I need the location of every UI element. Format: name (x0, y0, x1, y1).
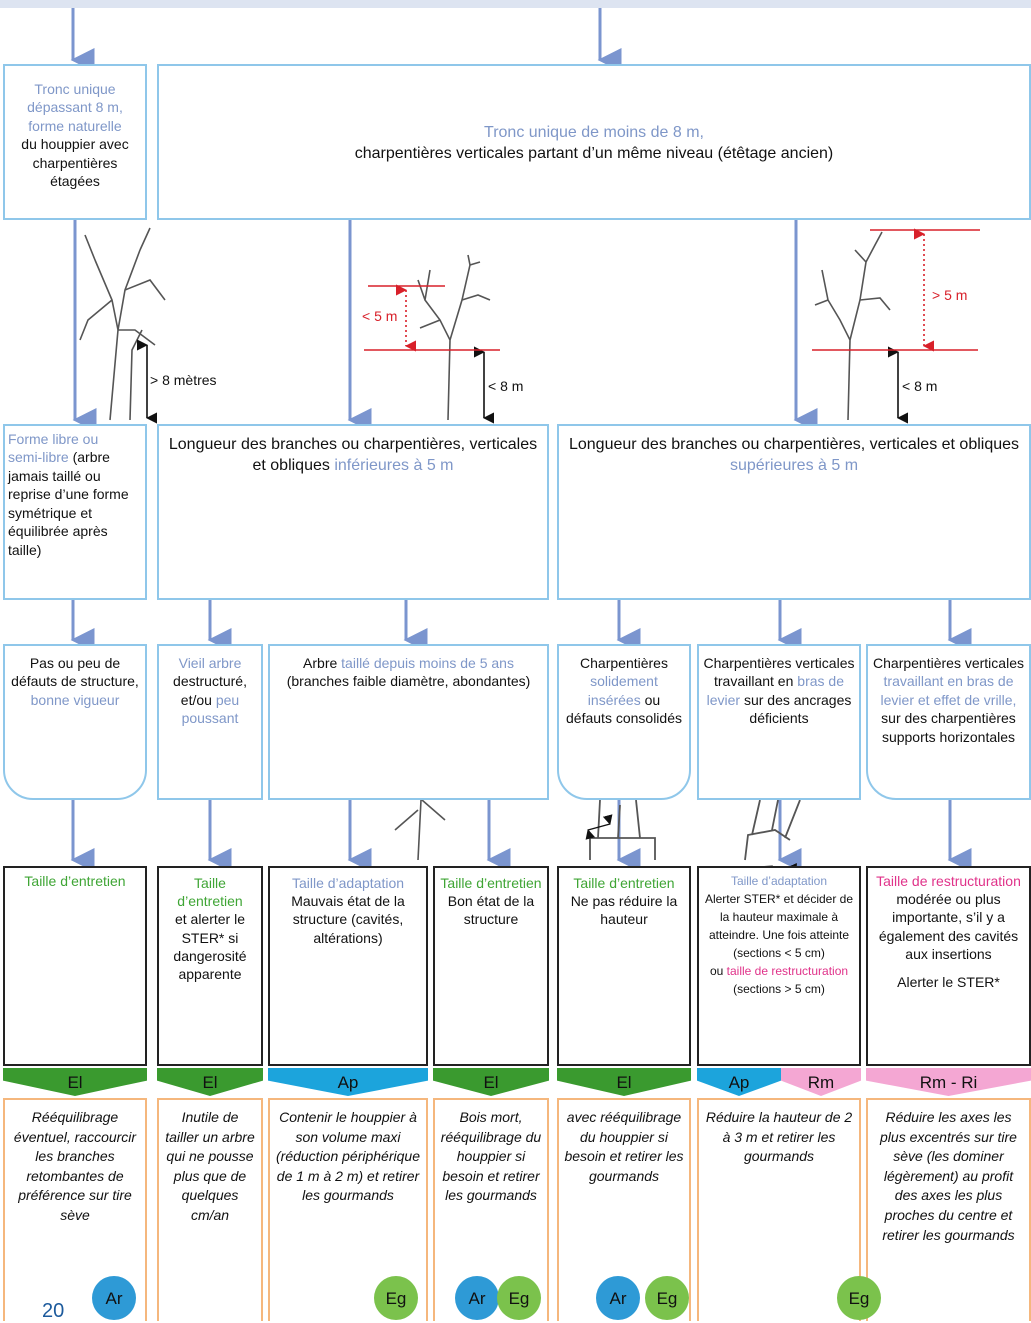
box-highlight: travaillant en bras de levier et effet d… (880, 673, 1017, 708)
dimension-label: < 8 m (488, 378, 524, 394)
ar-badge: Ar (455, 1276, 499, 1320)
branches-over-5m-box: Longueur des branches ou charpentières, … (557, 424, 1031, 600)
result-alert: Alerter le STER* (897, 973, 1000, 990)
box-text: du houppier avec charpentières étagées (21, 136, 129, 190)
result-text-alt: ou taille de restructuration (702, 962, 856, 980)
result-title: Taille d’entretien (177, 875, 243, 910)
box-highlight: taillé depuis moins de 5 ans (341, 655, 514, 671)
note-box: Réduire la hauteur de 2 à 3 m et retirer… (697, 1098, 861, 1321)
result-title: Taille d’adaptation (730, 874, 828, 888)
result-text: ou (709, 964, 727, 978)
condition-lever-twist: Charpentières verticales travaillant en … (866, 644, 1031, 800)
eg-badge: Eg (374, 1276, 418, 1320)
result-text: Mauvais état de la structure (cavités, a… (291, 893, 405, 946)
result-box: Taille d’entretien et alerter le STER* s… (157, 866, 263, 1066)
box-text: Charpentières verticales travaillant en (703, 655, 855, 690)
eg-badge: Eg (497, 1276, 541, 1320)
box-text: charpentières verticales partant d’un mê… (354, 145, 834, 163)
trunk-over-8m-box: Tronc unique dépassant 8 m, forme nature… (3, 64, 147, 220)
condition-good-structure: Pas ou peu de défauts de structure, bonn… (3, 644, 147, 800)
tree-sketch-mid (417, 254, 491, 421)
box-highlight: peu poussant (181, 691, 240, 727)
ar-badge: Ar (92, 1276, 136, 1320)
result-text: Ne pas réduire la hauteur (570, 893, 678, 928)
result-box: Taille de restructuration modérée ou plu… (866, 866, 1031, 1066)
box-highlight: Tronc unique dépassant 8 m, forme nature… (27, 81, 123, 134)
result-box: Taille d’adaptation Alerter STER* et déc… (697, 866, 861, 1066)
note-box: Bois mort, rééquilibrage du houppier si … (433, 1098, 549, 1321)
result-text: et alerter le STER* si dangerosité appar… (173, 911, 247, 982)
box-highlight: Forme libre ou (8, 431, 99, 447)
rotation-arrow (585, 814, 613, 840)
dimension-label: < 8 m (902, 378, 938, 394)
result-box: Taille d’entretien Ne pas réduire la hau… (557, 866, 691, 1066)
box-text: Longueur des branches ou charpentières, … (168, 436, 538, 475)
condition-well-inserted: Charpentières solidement insérées ou déf… (557, 644, 691, 800)
condition-old-tree: Vieil arbre destructuré, et/ou peu pouss… (157, 644, 263, 800)
result-text: Alerter STER* et décider de la hauteur m… (704, 892, 854, 960)
box-text: Charpentières (580, 655, 668, 671)
box-highlight: solidement insérées (587, 673, 658, 708)
box-highlight: bras de levier (706, 673, 844, 708)
result-title: Taille de restructuration (876, 873, 1021, 889)
tree-sketch-right (814, 231, 891, 421)
note-box: Réduire les axes les plus excentrés sur … (866, 1098, 1031, 1321)
box-highlight: Vieil arbre (178, 655, 242, 671)
dimension-label: > 8 mètres (150, 372, 217, 388)
condition-lever-arm: Charpentières verticales travaillant en … (697, 644, 861, 800)
box-highlight: semi-libre (8, 449, 69, 466)
box-text: Arbre (303, 655, 342, 671)
result-box: Taille d’entretien (3, 866, 147, 1066)
result-box: Taille d’entretien Bon état de la struct… (433, 866, 549, 1066)
result-title: Taille d’entretien (24, 873, 126, 889)
page-number: 20 (42, 1300, 65, 1322)
box-highlight: Tronc unique de moins de 8 m, (484, 124, 704, 141)
trunk-under-8m-box: Tronc unique de moins de 8 m, charpentiè… (157, 64, 1031, 220)
result-title: Taille d’entretien (573, 875, 675, 891)
result-title: Taille d’adaptation (291, 875, 405, 891)
result-title: Taille d’entretien (440, 875, 542, 891)
ar-badge: Ar (596, 1276, 640, 1320)
result-text: (sections > 5 cm) (733, 982, 825, 996)
dimension-label: > 5 m (932, 287, 968, 303)
box-highlight: inférieures à 5 m (334, 457, 454, 475)
box-text: Charpentières verticales (873, 655, 1024, 671)
result-text: Bon état de la structure (447, 893, 535, 928)
box-highlight: bonne vigueur (30, 691, 120, 708)
box-text: (arbre jamais taillé ou reprise d’une fo… (8, 449, 129, 558)
box-text: Pas ou peu de défauts de structure, (11, 655, 139, 690)
branches-under-5m-box: Longueur des branches ou charpentières, … (157, 424, 549, 600)
tree-sketch-left (79, 227, 166, 421)
box-text: (branches faible diamètre, abondantes) (286, 673, 531, 690)
box-text: destructuré, et/ou (173, 673, 247, 708)
note-box: Contenir le houppier à son volume maxi (… (268, 1098, 428, 1321)
free-form-box: Forme libre ou semi-libre (arbre jamais … (3, 424, 147, 600)
branch-detail-1 (589, 799, 656, 860)
box-text: ou défauts consolidés (566, 691, 682, 727)
box-text: sur des ancrages déficients (740, 691, 852, 727)
eg-badge: Eg (645, 1276, 689, 1320)
branch-detail-2 (744, 799, 801, 861)
result-highlight: taille de restructuration (726, 964, 849, 978)
note-box: Inutile de tailler un arbre qui ne pouss… (157, 1098, 263, 1321)
box-text: Longueur des branches ou charpentières, … (568, 436, 1020, 453)
result-box: Taille d’adaptation Mauvais état de la s… (268, 866, 428, 1066)
dimension-label: < 5 m (362, 308, 398, 324)
box-text: sur des charpentières supports horizonta… (881, 710, 1016, 745)
eg-badge: Eg (837, 1276, 881, 1320)
condition-recently-pruned: Arbre taillé depuis moins de 5 ans (bran… (268, 644, 549, 800)
top-header-strip (0, 0, 1031, 8)
result-text: modérée ou plus importante, s’il y a éga… (878, 891, 1019, 962)
box-highlight: supérieures à 5 m (729, 457, 859, 475)
